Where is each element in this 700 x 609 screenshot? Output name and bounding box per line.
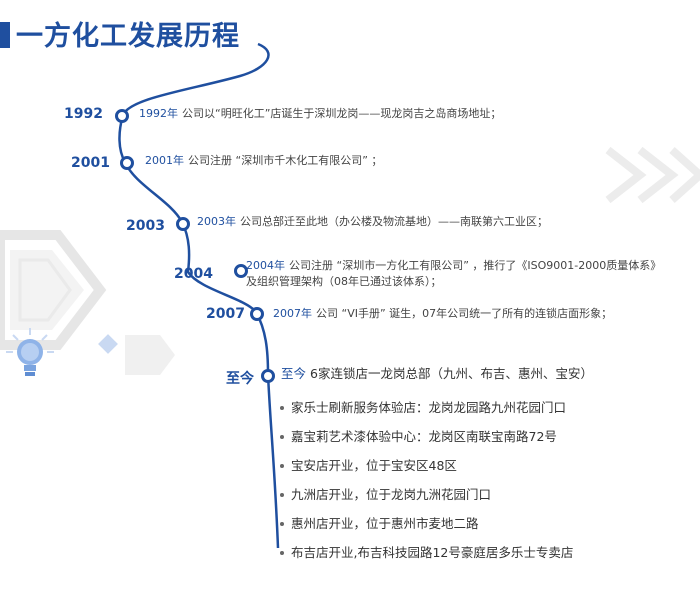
list-item: 惠州店开业，位于惠州市麦地二路 <box>277 515 573 544</box>
entry-year: 1992年 <box>139 107 178 120</box>
entry-text: 公司以“明旺化工”店诞生于深圳龙岗——现龙岗吉之岛商场地址； <box>182 107 502 120</box>
entry-text: 公司注册 “深圳市一方化工有限公司” ，推行了《ISO9001-2000质量体系… <box>289 259 662 272</box>
timeline-entry-2004: 2004年公司注册 “深圳市一方化工有限公司” ，推行了《ISO9001-200… <box>246 258 661 290</box>
timeline-dot-2001 <box>120 156 134 170</box>
timeline-dot-2003 <box>176 217 190 231</box>
year-label-2007: 2007 <box>206 306 245 322</box>
timeline-dot-1992 <box>115 109 129 123</box>
entry-year: 2001年 <box>145 154 184 167</box>
list-item: 九洲店开业，位于龙岗九洲花园门口 <box>277 486 573 515</box>
decor-chevron-left <box>0 230 107 350</box>
decor-shape-small <box>125 335 175 375</box>
entry-text: 6家连锁店一龙岗总部（九州、布吉、惠州、宝安） <box>310 366 593 381</box>
entry-text: 公司 “VI手册” 诞生，07年公司统一了所有的连锁店面形象； <box>316 307 613 320</box>
list-item: 布吉店开业,布吉科技园路12号豪庭居多乐士专卖店 <box>277 544 573 573</box>
year-label-now: 至今 <box>226 371 254 387</box>
entry-year: 至今 <box>281 366 307 381</box>
store-list: 家乐士刷新服务体验店：龙岗龙园路九州花园门口 嘉宝莉艺术漆体验中心：龙岗区南联宝… <box>277 399 573 573</box>
decor-diamond <box>98 334 118 354</box>
entry-year: 2007年 <box>273 307 312 320</box>
list-item: 宝安店开业，位于宝安区48区 <box>277 457 573 486</box>
entry-year: 2003年 <box>197 215 236 228</box>
list-item: 嘉宝莉艺术漆体验中心：龙岗区南联宝南路72号 <box>277 428 573 457</box>
page-title: 一方化工发展历程 <box>16 21 240 52</box>
timeline-entry-2007: 2007年公司 “VI手册” 诞生，07年公司统一了所有的连锁店面形象； <box>273 306 612 322</box>
timeline-entry-2001: 2001年公司注册 “深圳市千木化工有限公司” ； <box>145 153 382 169</box>
timeline-entry-1992: 1992年公司以“明旺化工”店诞生于深圳龙岗——现龙岗吉之岛商场地址； <box>139 106 501 122</box>
year-label-2001: 2001 <box>71 155 110 171</box>
timeline-entry-2003: 2003年公司总部迁至此地（办公楼及物流基地）——南联第六工业区； <box>197 214 548 230</box>
entry-year: 2004年 <box>246 259 285 272</box>
lightbulb-icon <box>6 328 54 376</box>
entry-text: 公司注册 “深圳市千木化工有限公司” ； <box>188 154 383 167</box>
year-label-2004: 2004 <box>174 266 213 282</box>
list-item: 家乐士刷新服务体验店：龙岗龙园路九州花园门口 <box>277 399 573 428</box>
entry-text: 公司总部迁至此地（办公楼及物流基地）——南联第六工业区； <box>240 215 548 228</box>
year-label-1992: 1992 <box>64 106 103 122</box>
title-accent-bar <box>0 22 10 48</box>
timeline-dot-now <box>261 369 275 383</box>
timeline-dot-2007 <box>250 307 264 321</box>
timeline-dot-2004 <box>234 264 248 278</box>
year-label-2003: 2003 <box>126 218 165 234</box>
entry-text-line2: 及组织管理架构（08年已通过该体系）； <box>246 275 442 288</box>
decor-chevron-right <box>605 146 700 204</box>
